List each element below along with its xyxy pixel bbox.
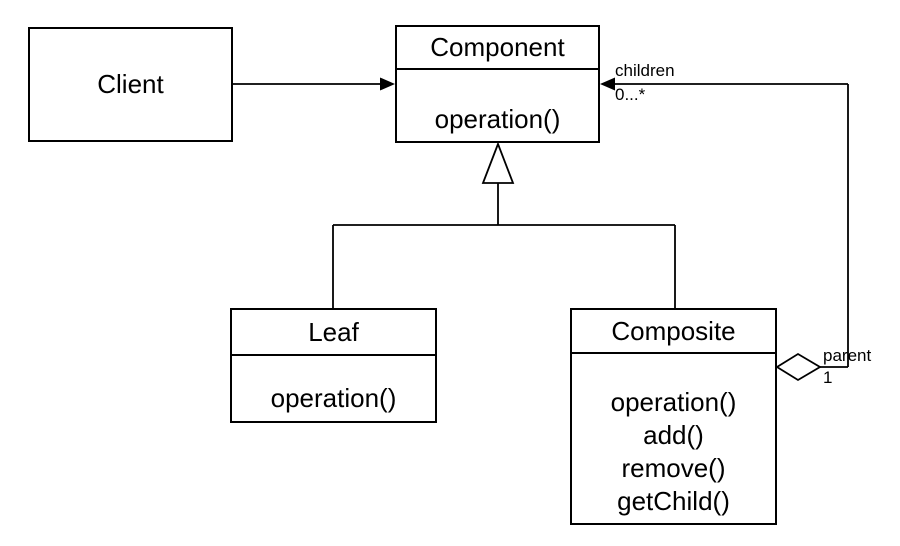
parent-role-label: parent [823, 346, 872, 365]
children-role-label: children [615, 61, 675, 80]
method-item: operation() [270, 382, 397, 413]
class-title-composite: Composite [572, 310, 775, 354]
generalization-triangle-icon [481, 141, 515, 184]
class-methods-leaf: operation() [232, 356, 435, 421]
class-box-composite: Composite operation() add() remove() get… [570, 308, 777, 525]
parent-multiplicity-label: 1 [823, 368, 833, 387]
class-box-component: Component operation() [395, 25, 600, 143]
arrowhead-into-component-left-icon [380, 77, 395, 91]
aggregation-diamond-icon [775, 352, 822, 382]
class-title-client: Client [97, 69, 164, 99]
method-item: operation() [434, 103, 561, 134]
method-item: getChild() [617, 485, 730, 516]
method-item: operation() [610, 386, 737, 417]
class-box-client: Client [28, 27, 233, 142]
children-multiplicity-label: 0...* [615, 85, 646, 104]
class-title-component: Component [397, 27, 598, 70]
method-item: add() [643, 419, 704, 450]
class-methods-composite: operation() add() remove() getChild() [572, 354, 775, 523]
class-title-leaf: Leaf [232, 310, 435, 356]
class-box-leaf: Leaf operation() [230, 308, 437, 423]
arrowhead-children-icon [600, 77, 615, 91]
class-methods-component: operation() [397, 70, 598, 141]
method-item: remove() [621, 452, 726, 483]
